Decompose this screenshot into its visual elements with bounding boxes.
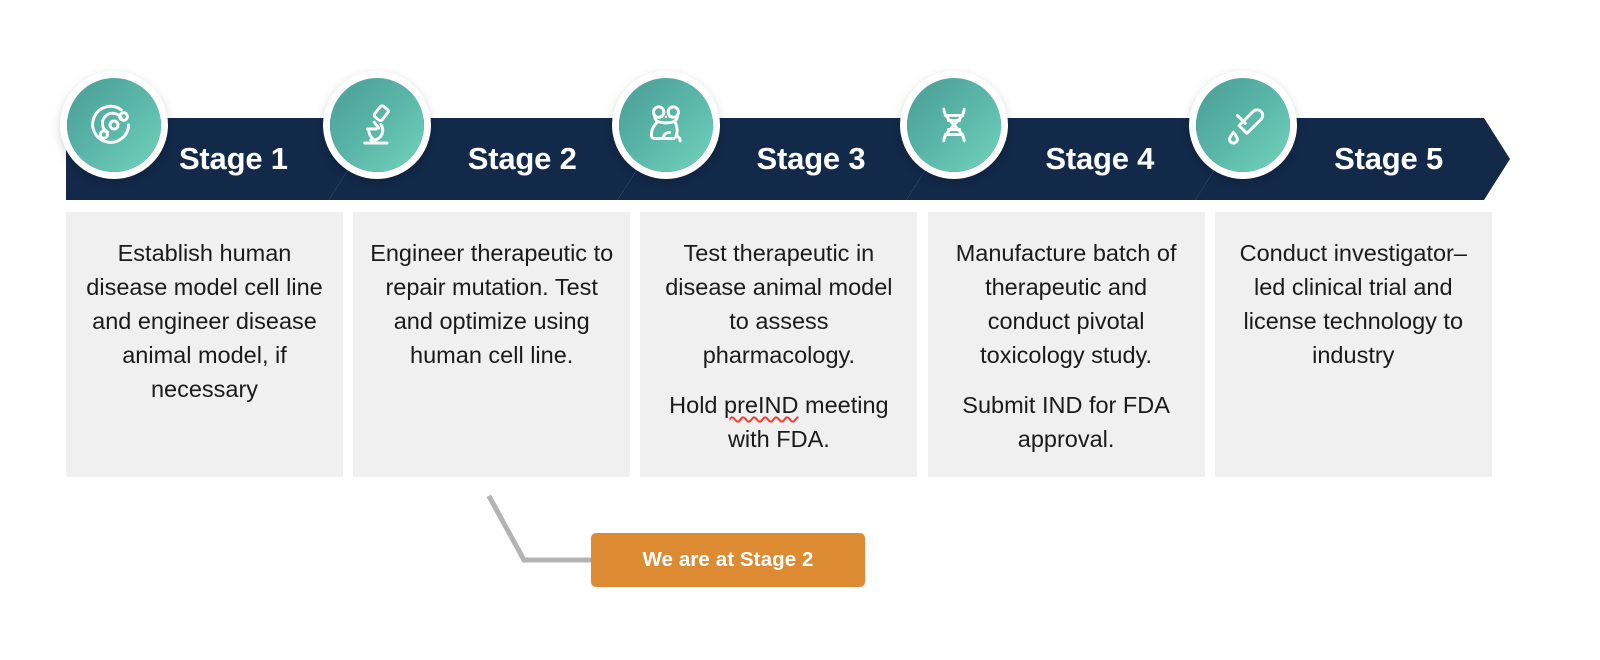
stage-header-band: Stage 1 Stage 2 Stage 3 Stage 4 Stage 5 <box>66 118 1510 200</box>
stage-label-4: Stage 4 <box>1045 141 1155 176</box>
stage-node-1[interactable] <box>67 78 161 172</box>
stage-card-2: Engineer therapeutic to repair mutation.… <box>353 212 631 477</box>
test-tube-drop-icon <box>1216 98 1270 152</box>
stage-label-1: Stage 1 <box>178 141 288 176</box>
cell-culture-icon <box>87 98 141 152</box>
lab-mouse-icon <box>639 98 693 152</box>
stage-card-text: Engineer therapeutic to repair mutation.… <box>370 240 614 368</box>
misspelled-word: preIND <box>724 392 799 418</box>
stage-description-cards: Establish human disease model cell line … <box>66 212 1502 477</box>
current-stage-callout-label: We are at Stage 2 <box>642 548 814 571</box>
stage-card-5: Conduct investigator–led clinical trial … <box>1214 212 1492 477</box>
connector-polyline <box>486 494 596 563</box>
stage-card-text: Conduct investigator–led clinical trial … <box>1239 240 1467 368</box>
stage-label-3: Stage 3 <box>756 141 866 176</box>
stage-card-3: Test therapeutic in disease animal model… <box>640 212 918 477</box>
stage-card-4: Manufacture batch of therapeutic and con… <box>927 212 1205 477</box>
microscope-icon <box>350 98 404 152</box>
current-stage-callout[interactable]: We are at Stage 2 <box>591 533 865 587</box>
stage-label-2: Stage 2 <box>467 141 577 176</box>
stage-card-text: Test therapeutic in disease animal model… <box>665 240 893 368</box>
stage-card-text: Hold preIND meeting with FDA. <box>669 392 889 452</box>
stage-card-text: Submit IND for FDA approval. <box>962 392 1170 452</box>
stage-node-5[interactable] <box>1196 78 1291 172</box>
stage-node-4[interactable] <box>907 78 1002 172</box>
stage-card-text: Establish human disease model cell line … <box>86 240 323 402</box>
stage-card-1: Establish human disease model cell line … <box>66 212 343 477</box>
stage-node-3[interactable] <box>618 78 713 172</box>
dna-helix-icon <box>927 98 981 152</box>
stage-node-2[interactable] <box>329 78 424 172</box>
stage-card-text: Manufacture batch of therapeutic and con… <box>955 240 1177 368</box>
stage-label-5: Stage 5 <box>1334 141 1444 176</box>
